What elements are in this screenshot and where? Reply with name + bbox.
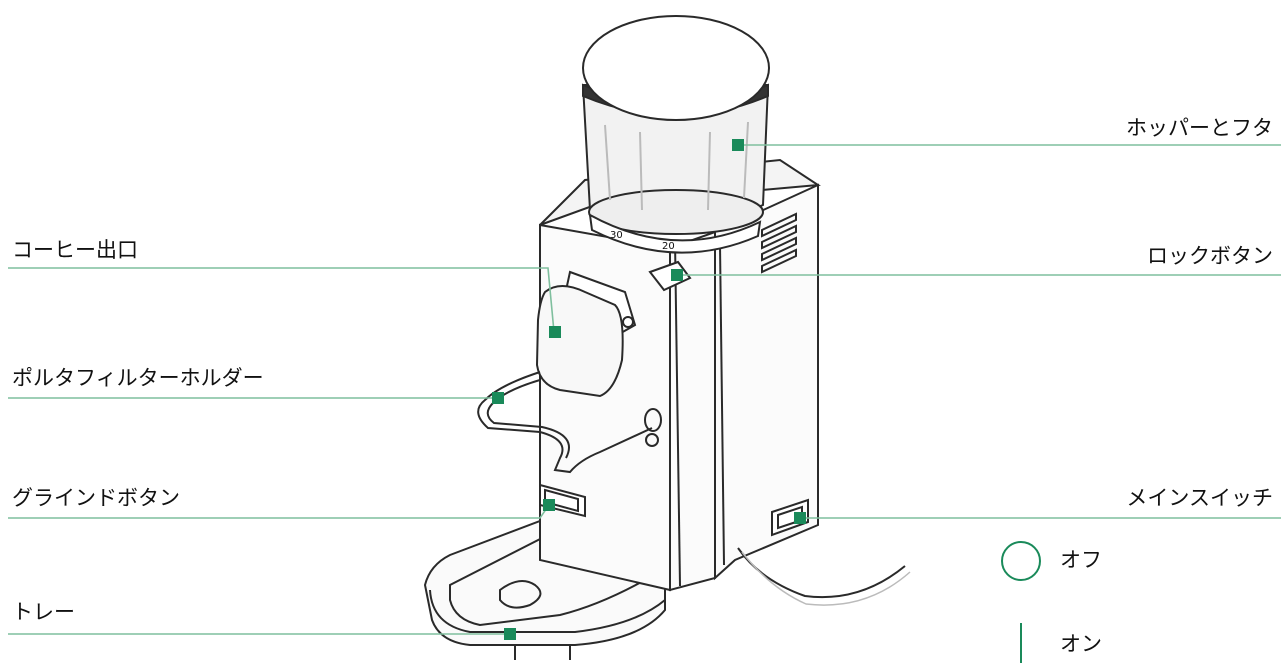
leader-coffee-outlet [8,267,555,333]
label-lock-button: ロックボタン [1147,244,1273,268]
grind-button [539,483,586,518]
label-tray: トレー [12,600,75,624]
vent-slots [761,212,797,274]
legend-off-label: オフ [1060,548,1102,572]
dial-mark-20: 20 [662,241,675,252]
marker-grind-button [543,499,555,511]
label-grind-button: グラインドボタン [12,486,180,510]
label-main-switch: メインスイッチ [1126,486,1273,510]
marker-coffee-outlet [549,326,561,338]
markers [492,139,806,640]
dial-mark-30: 30 [610,230,623,241]
off-symbol-icon [1001,541,1041,581]
hopper [581,15,770,235]
marker-hopper [732,139,744,151]
label-portafilter-holder: ポルタフィルターホルダー [12,366,264,390]
marker-main-switch [794,512,806,524]
grind-dial: 30 20 [588,213,762,254]
coffee-outlet [535,270,637,398]
legend-on-label: オン [1060,632,1102,656]
power-cord [737,547,906,599]
marker-lock [671,269,683,281]
label-coffee-outlet: コーヒー出口 [12,238,138,262]
label-hopper-and-lid: ホッパーとフタ [1126,116,1273,140]
marker-tray [504,628,516,640]
marker-portafilter [492,392,504,404]
